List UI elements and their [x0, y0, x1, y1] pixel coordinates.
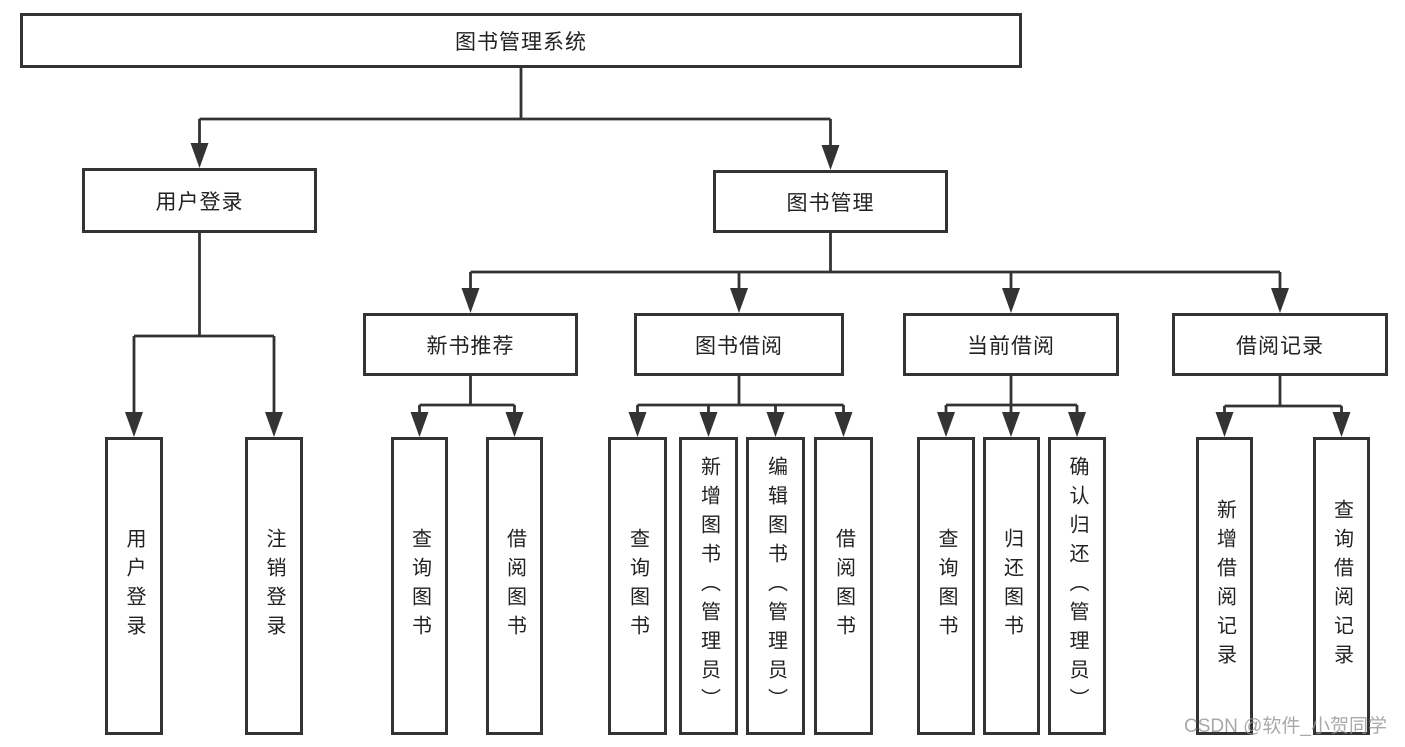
node-label: 新书推荐: [426, 334, 515, 358]
leaf-label: 新增借阅记录: [1213, 499, 1236, 673]
node-label: 借阅记录: [1236, 334, 1324, 358]
leaf-edit-books-admin: 编辑图书（管理员）: [746, 437, 805, 735]
csdn-watermark: CSDN @软件_小贺同学: [1184, 716, 1387, 737]
leaf-query-books-borrow: 查询图书: [608, 437, 667, 735]
leaf-label: 注销登录: [263, 528, 285, 644]
leaf-query-books-current: 查询图书: [917, 437, 975, 735]
leaf-query-books-recommend: 查询图书: [391, 437, 448, 735]
node-user-login: 用户登录: [82, 168, 317, 233]
node-label: 图书管理: [786, 191, 875, 215]
leaf-label: 查询图书: [935, 528, 957, 644]
node-borrowing-records: 借阅记录: [1172, 313, 1388, 376]
node-label: 当前借阅: [967, 334, 1055, 358]
leaf-borrow-books-recommend: 借阅图书: [486, 437, 543, 735]
node-book-management: 图书管理: [713, 170, 948, 233]
leaf-label: 归还图书: [1000, 528, 1023, 644]
leaf-add-borrow-record: 新增借阅记录: [1196, 437, 1253, 735]
node-library-management-system: 图书管理系统: [20, 13, 1022, 68]
leaf-label: 借阅图书: [832, 528, 855, 644]
leaf-label: 查询图书: [408, 528, 431, 644]
leaf-borrow-books: 借阅图书: [814, 437, 873, 735]
leaf-label: 查询图书: [626, 528, 649, 644]
node-label: 图书借阅: [695, 334, 783, 358]
leaf-label: 用户登录: [123, 528, 145, 644]
node-new-book-recommend: 新书推荐: [363, 313, 578, 376]
leaf-logout: 注销登录: [245, 437, 303, 735]
node-label: 图书管理系统: [455, 30, 587, 54]
leaf-user-login: 用户登录: [105, 437, 163, 735]
arrowheads: [125, 143, 1351, 437]
leaf-label: 编辑图书（管理员）: [764, 455, 787, 717]
node-current-borrowing: 当前借阅: [903, 313, 1119, 376]
leaf-add-books-admin: 新增图书（管理员）: [679, 437, 738, 735]
leaf-confirm-return-admin: 确认归还（管理员）: [1048, 437, 1106, 735]
leaf-label: 新增图书（管理员）: [697, 455, 720, 717]
leaf-label: 确认归还（管理员）: [1066, 455, 1088, 717]
leaf-query-borrow-record: 查询借阅记录: [1313, 437, 1370, 735]
leaf-label: 借阅图书: [503, 528, 526, 644]
node-book-borrowing: 图书借阅: [634, 313, 844, 376]
leaf-return-books: 归还图书: [983, 437, 1040, 735]
node-label: 用户登录: [155, 190, 244, 214]
leaf-label: 查询借阅记录: [1330, 499, 1353, 673]
